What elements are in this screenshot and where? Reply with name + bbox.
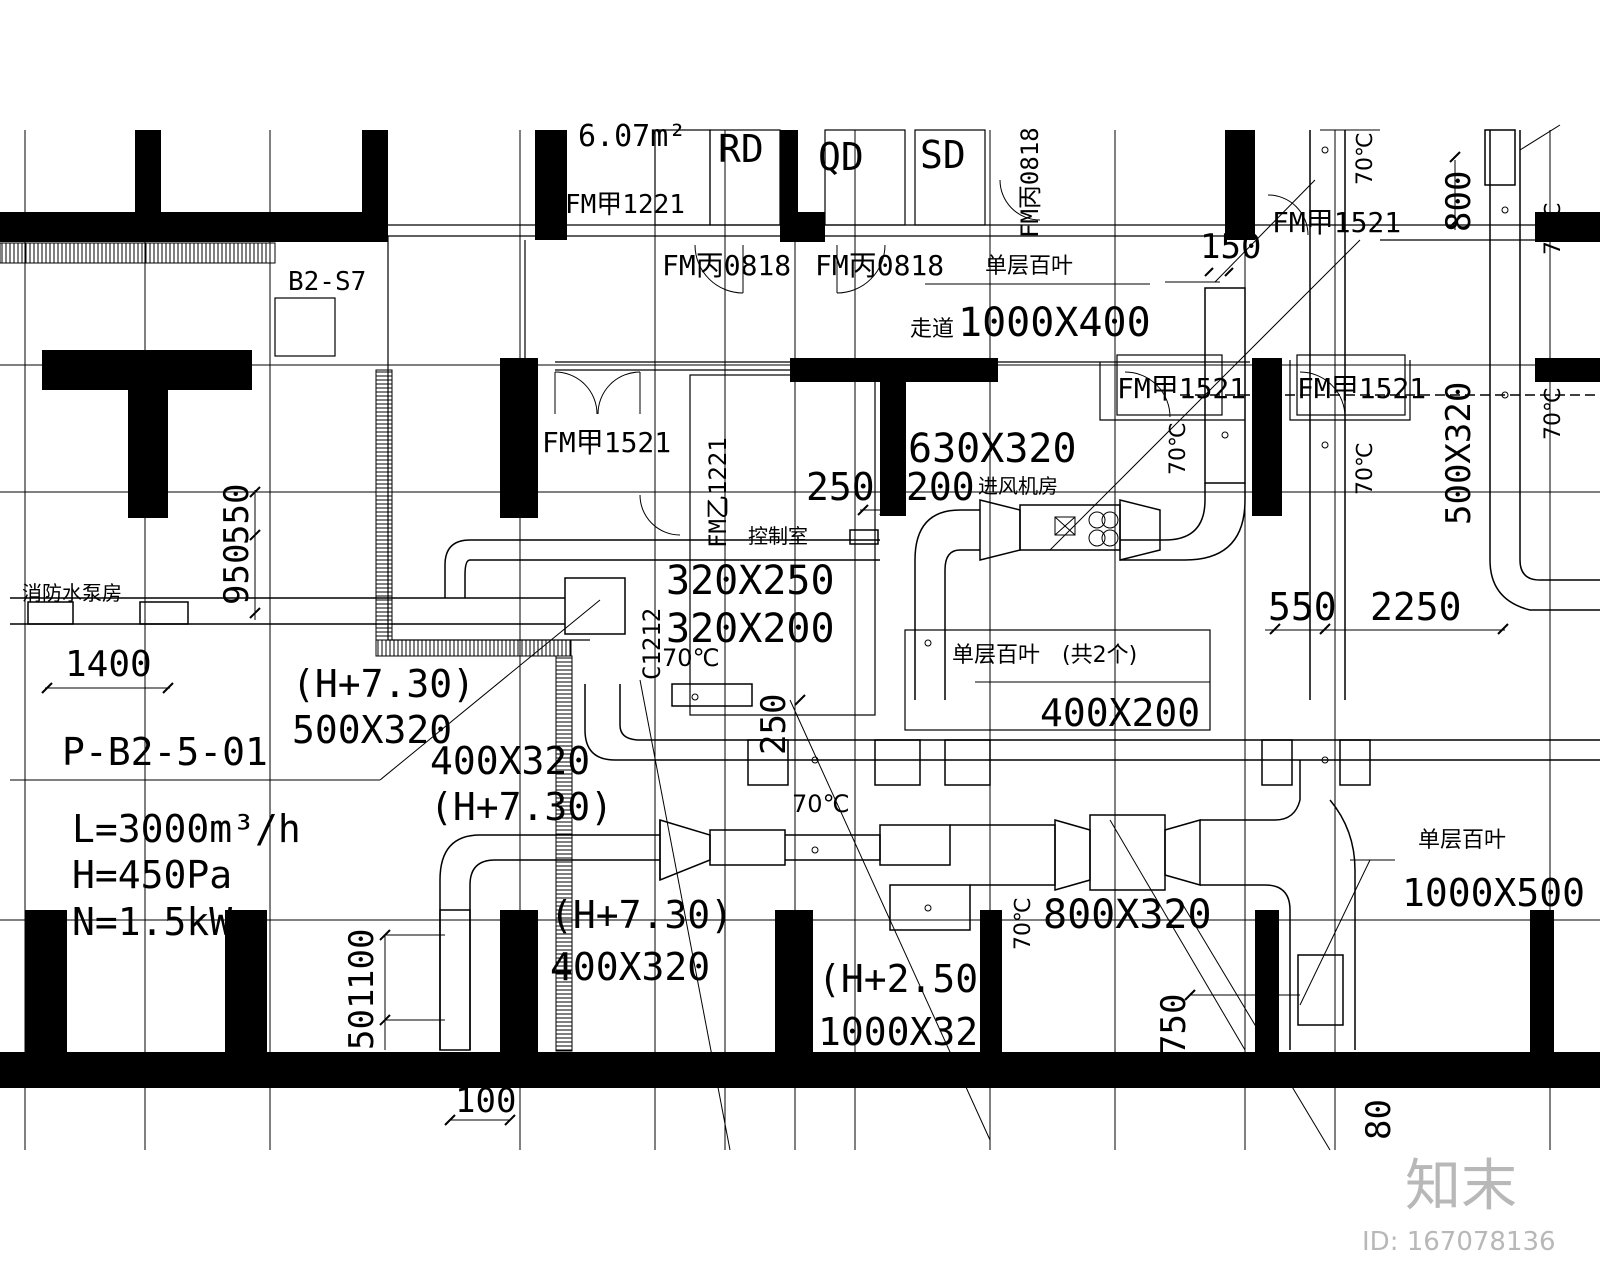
duct-label-400x320-a: 400X320 bbox=[430, 739, 590, 783]
door-label-fm-jia-1521-a: FM甲1521 bbox=[1272, 206, 1401, 239]
dim-501: 501 bbox=[342, 989, 382, 1050]
watermark-id: ID: 167078136 bbox=[1362, 1227, 1556, 1257]
dim-150: 150 bbox=[1200, 227, 1261, 267]
fire-damper-label-5: 70℃ bbox=[1353, 132, 1378, 185]
dim-1400: 1400 bbox=[65, 644, 152, 685]
dim-800: 800 bbox=[1439, 171, 1479, 232]
dim-250b: 250 bbox=[754, 694, 794, 755]
fire-damper-label-7: 70℃ bbox=[1011, 897, 1036, 950]
door-label-fm-bing-0818-b: FM丙0818 bbox=[815, 249, 944, 282]
dimension-ticks bbox=[41, 151, 1509, 1126]
single-louver-label-c: 单层百叶 bbox=[1418, 828, 1506, 853]
dim-80: 80 bbox=[1359, 1099, 1399, 1140]
room-label-control: 控制室 bbox=[748, 524, 808, 548]
fire-damper-label-4: 70℃ bbox=[1353, 442, 1378, 495]
door-labels: FM甲1221 FM丙0818 FM丙0818 FM丙0818 FM甲1521 … bbox=[542, 127, 1426, 680]
equipment-airflow: L=3000m³/h bbox=[72, 807, 301, 851]
single-louver-label-b: 单层百叶 bbox=[952, 643, 1040, 668]
room-label-b2-s7: B2-S7 bbox=[288, 267, 366, 297]
door-label-fm-jia-1521-c: FM甲1521 bbox=[1117, 372, 1246, 405]
room-label-corridor: 走道 bbox=[910, 317, 954, 342]
dim-200: 200 bbox=[906, 465, 975, 509]
door-label-c-1212: C1212 bbox=[638, 608, 666, 680]
fire-damper-label-8: 70℃ bbox=[1541, 202, 1566, 255]
dim-950: 950 bbox=[217, 544, 257, 605]
equipment-tag: P-B2-5-01 bbox=[62, 730, 268, 774]
duct-symbols bbox=[691, 146, 1509, 912]
equipment-schedule: P-B2-5-01 L=3000m³/h H=450Pa N=1.5kW bbox=[62, 730, 301, 944]
dim-750: 750 bbox=[1154, 994, 1194, 1055]
single-louver-label-a: 单层百叶 bbox=[985, 254, 1073, 279]
duct-labels: 1000X400 630X320 320X250 320X200 (H+7.30… bbox=[292, 132, 1585, 1054]
door-label-fm-yi-1221: FM乙1221 bbox=[704, 437, 732, 548]
room-label-top-area: 6.07m² bbox=[578, 119, 686, 154]
dim-100b: 100 bbox=[455, 1081, 516, 1121]
dim-550b: 550 bbox=[217, 484, 257, 545]
dim-550: 550 bbox=[1268, 585, 1337, 629]
duct-label-1000x500: 1000X500 bbox=[1402, 871, 1585, 915]
duct-label-500x320-b: 500X320 bbox=[1439, 382, 1479, 525]
ductwork bbox=[10, 129, 1600, 1051]
door-label-fm-bing-0818-a: FM丙0818 bbox=[662, 249, 791, 282]
door-label-fm-bing-0818-c: FM丙0818 bbox=[1016, 127, 1044, 238]
room-label-fire-pump: 消防水泵房 bbox=[22, 581, 122, 605]
duct-label-400x320-b: 400X320 bbox=[550, 945, 710, 989]
louver-count-label: (共2个) bbox=[1062, 643, 1137, 668]
leader-lines bbox=[10, 124, 1561, 1151]
duct-label-400x200: 400X200 bbox=[1040, 691, 1200, 735]
dim-250: 250 bbox=[806, 465, 875, 509]
fire-damper-label-3: 70℃ bbox=[1166, 422, 1191, 475]
equipment-head: H=450Pa bbox=[72, 853, 232, 897]
watermark-brand: 知末 bbox=[1405, 1154, 1517, 1219]
fire-damper-label-1: 70℃ bbox=[792, 790, 850, 818]
fire-damper-label-2: 70℃ bbox=[662, 644, 720, 672]
duct-label-800x320: 800X320 bbox=[1043, 892, 1212, 938]
duct-label-500x320-a: 500X320 bbox=[292, 708, 452, 752]
duct-label-elev-a: (H+7.30) bbox=[292, 662, 475, 706]
duct-label-elev-d: (H+2.50) bbox=[818, 957, 1001, 1001]
door-label-fm-jia-1221: FM甲1221 bbox=[565, 190, 685, 220]
dimension-labels: 150 800 250 200 550 2250 950 550 1400 25… bbox=[65, 171, 1479, 1140]
duct-label-320x200: 320X200 bbox=[666, 606, 835, 652]
room-label-qd: QD bbox=[818, 135, 864, 179]
equipment-power: N=1.5kW bbox=[72, 900, 232, 944]
fire-damper-label-6: 70℃ bbox=[1541, 387, 1566, 440]
partitions bbox=[0, 129, 1600, 731]
hatch-h bbox=[1, 243, 572, 1051]
room-label-air-handling: 进风机房 bbox=[978, 474, 1058, 498]
door-label-fm-jia-1521-d: FM甲1521 bbox=[1297, 372, 1426, 405]
door-label-fm-jia-1521-b: FM甲1521 bbox=[542, 426, 671, 459]
room-label-sd: SD bbox=[920, 133, 966, 177]
dim-2250: 2250 bbox=[1370, 585, 1462, 629]
structural-walls bbox=[0, 130, 1600, 1088]
duct-label-320x250: 320X250 bbox=[666, 558, 835, 604]
room-labels: 消防水泵房 进风机房 控制室 走道 RD QD SD B2-S7 6.07m² bbox=[22, 119, 1058, 605]
duct-label-elev-c: (H+7.30) bbox=[550, 893, 733, 937]
duct-label-630x320: 630X320 bbox=[908, 426, 1077, 472]
duct-label-1000x320: 1000X320 bbox=[818, 1010, 1001, 1054]
dim-100: 100 bbox=[342, 929, 382, 990]
duct-label-elev-b: (H+7.30) bbox=[430, 785, 613, 829]
door-swings bbox=[554, 179, 1346, 536]
duct-label-1000x400: 1000X400 bbox=[958, 300, 1151, 346]
room-label-rd: RD bbox=[718, 127, 764, 171]
watermark: 知末 ID: 167078136 bbox=[1362, 1154, 1556, 1257]
